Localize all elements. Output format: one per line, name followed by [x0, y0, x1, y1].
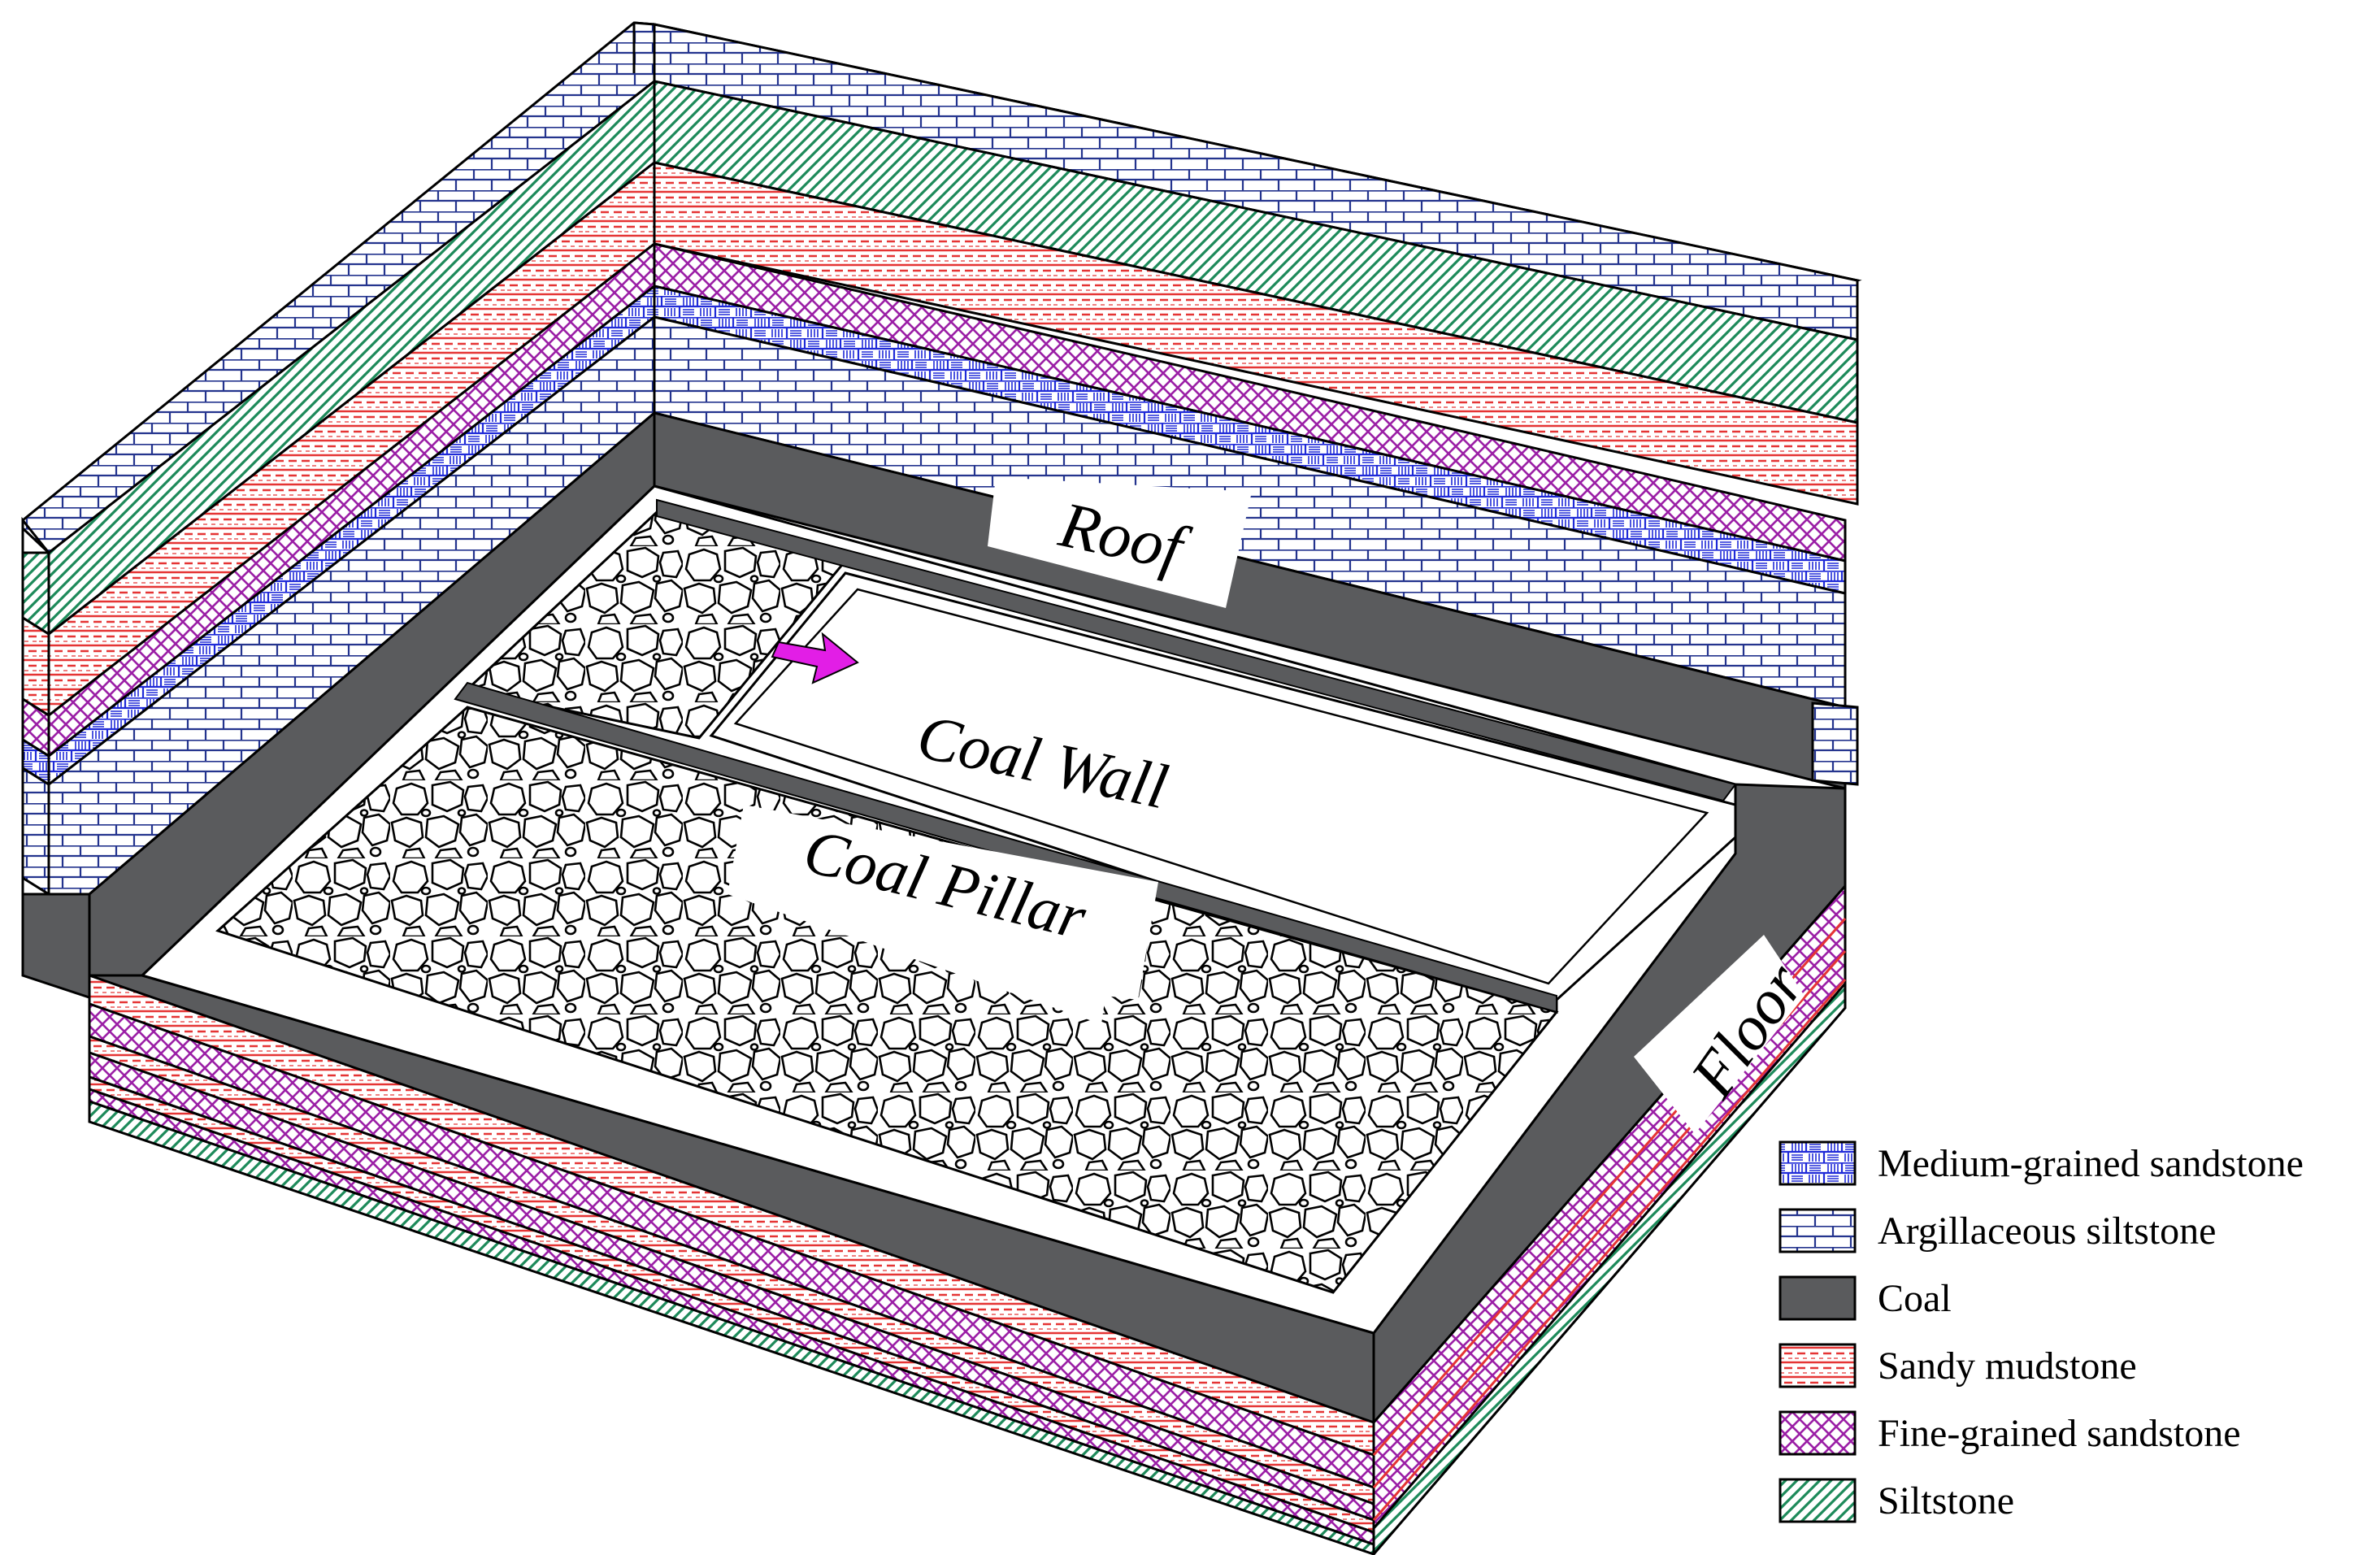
legend-swatch-medium-grained-sandstone	[1778, 1140, 1857, 1186]
legend-item-medium-grained-sandstone: Medium-grained sandstone	[1778, 1140, 2304, 1186]
roof-strata	[21, 21, 1862, 913]
legend-label: Sandy mudstone	[1878, 1344, 2137, 1388]
legend-item-siltstone: Siltstone	[1778, 1478, 2014, 1523]
legend-item-fine-grained-sandstone: Fine-grained sandstone	[1778, 1410, 2241, 1456]
legend-swatch-argillaceous-siltstone	[1778, 1208, 1857, 1253]
legend-swatch-fine-grained-sandstone	[1778, 1410, 1857, 1456]
floor-strata	[88, 883, 1847, 1555]
legend-label: Medium-grained sandstone	[1878, 1142, 2304, 1185]
coal-seam	[21, 410, 1859, 1426]
roadway-mid	[454, 681, 1557, 1014]
roadway-top	[656, 498, 1737, 802]
legend-item-argillaceous-siltstone: Argillaceous siltstone	[1778, 1208, 2216, 1253]
legend-label: Fine-grained sandstone	[1878, 1412, 2241, 1455]
legend-label: Siltstone	[1878, 1479, 2014, 1522]
legend-item-sandy-mudstone: Sandy mudstone	[1778, 1343, 2137, 1388]
right-floor-siltstone	[1372, 979, 1847, 1555]
legend-swatch-siltstone	[1778, 1478, 1857, 1523]
legend-label: Argillaceous siltstone	[1878, 1210, 2216, 1253]
legend-swatch-sandy-mudstone	[1778, 1343, 1857, 1388]
legend-item-coal: Coal	[1778, 1275, 1952, 1321]
legend-swatch-coal	[1778, 1275, 1857, 1321]
roof-label: Roof	[988, 477, 1252, 608]
arrow-right-icon	[771, 632, 859, 684]
legend-label: Coal	[1878, 1277, 1952, 1320]
